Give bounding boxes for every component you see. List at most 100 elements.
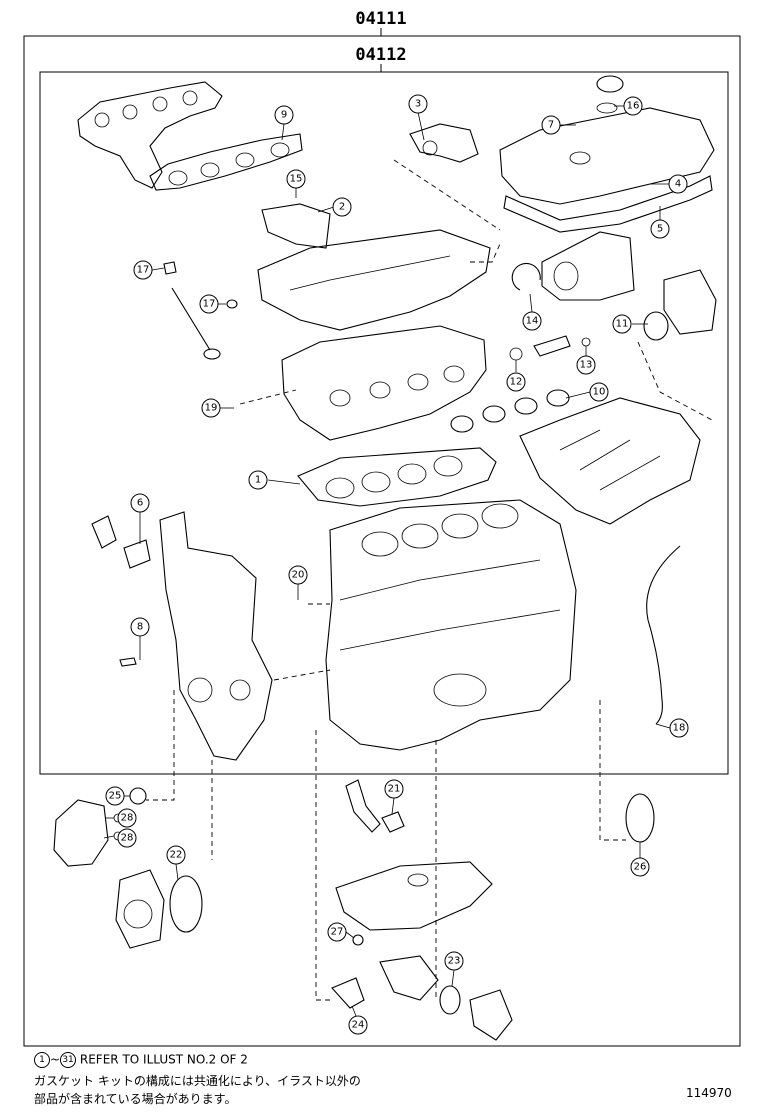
svg-text:4: 4 bbox=[675, 179, 681, 190]
svg-text:5: 5 bbox=[657, 224, 663, 235]
svg-text:17: 17 bbox=[203, 299, 216, 310]
svg-text:19: 19 bbox=[205, 403, 218, 414]
callout-18: 18 bbox=[669, 718, 689, 738]
svg-text:8: 8 bbox=[137, 622, 143, 633]
intake-body bbox=[541, 231, 635, 301]
svg-text:28: 28 bbox=[121, 813, 134, 824]
svg-text:25: 25 bbox=[109, 791, 122, 802]
outer-frame bbox=[23, 35, 741, 1047]
inner-frame bbox=[39, 71, 729, 775]
svg-text:24: 24 bbox=[352, 1020, 365, 1031]
svg-text:23: 23 bbox=[448, 956, 461, 967]
callout-13: 13 bbox=[576, 355, 596, 375]
svg-text:9: 9 bbox=[281, 110, 287, 121]
svg-text:3: 3 bbox=[415, 99, 421, 110]
callout-20: 20 bbox=[288, 565, 308, 585]
callout-28b: 28 bbox=[117, 828, 137, 848]
cylinder-head-gasket bbox=[297, 447, 497, 507]
callout-10: 10 bbox=[589, 382, 609, 402]
callout-6: 6 bbox=[130, 493, 150, 513]
callout-3: 3 bbox=[408, 94, 428, 114]
jp-note-line-2: 部品が含まれている場合があります。 bbox=[34, 1092, 237, 1106]
water-pump-gasket-22 bbox=[169, 875, 203, 933]
intake-manifold bbox=[519, 397, 701, 525]
oil-pan bbox=[335, 861, 493, 931]
range-end-badge: 31 bbox=[60, 1052, 77, 1068]
camshaft-timing-valve bbox=[409, 123, 479, 163]
callout-24: 24 bbox=[348, 1015, 368, 1035]
oil-level-gauge bbox=[646, 545, 681, 725]
cylinder-head-cover bbox=[499, 107, 715, 205]
exhaust-manifold bbox=[77, 81, 223, 189]
cylinder-head-cover-gasket bbox=[503, 175, 713, 233]
svg-text:13: 13 bbox=[580, 360, 593, 371]
svg-text:28: 28 bbox=[121, 833, 134, 844]
svg-text:16: 16 bbox=[627, 101, 640, 112]
svg-text:17: 17 bbox=[137, 265, 150, 276]
intake-manifold-gasket bbox=[450, 389, 570, 433]
oil-strainer-gasket bbox=[331, 977, 365, 1009]
callout-7: 7 bbox=[541, 115, 561, 135]
illustration-number: 114970 bbox=[686, 1086, 732, 1100]
water-pump-pulley bbox=[115, 869, 165, 949]
svg-text:21: 21 bbox=[388, 784, 401, 795]
gasket-14 bbox=[511, 262, 541, 291]
callout-22: 22 bbox=[166, 845, 186, 865]
callout-16: 16 bbox=[623, 96, 643, 116]
svg-text:12: 12 bbox=[510, 377, 523, 388]
oil-filter-bracket bbox=[469, 989, 513, 1041]
callout-23: 23 bbox=[444, 951, 464, 971]
refer-text: REFER TO ILLUST NO.2 OF 2 bbox=[79, 1052, 248, 1067]
callout-8: 8 bbox=[130, 617, 150, 637]
cylinder-block bbox=[325, 499, 577, 751]
callout-26: 26 bbox=[630, 857, 650, 877]
callout-4: 4 bbox=[668, 174, 688, 194]
svg-text:7: 7 bbox=[548, 120, 554, 131]
exhaust-manifold-gasket bbox=[149, 133, 303, 191]
outer-code-label: 04111 bbox=[355, 9, 406, 29]
inner-code-label: 04112 bbox=[355, 45, 406, 65]
callout-19: 19 bbox=[201, 398, 221, 418]
callout-11: 11 bbox=[612, 314, 632, 334]
gasket-21 bbox=[381, 811, 405, 833]
camshaft-bearing-cap bbox=[261, 203, 331, 249]
callout-2: 2 bbox=[332, 197, 352, 217]
drain-plug-27 bbox=[352, 934, 364, 946]
svg-text:26: 26 bbox=[634, 862, 647, 873]
svg-text:1: 1 bbox=[255, 475, 261, 486]
callout-17b: 17 bbox=[199, 294, 219, 314]
crankshaft-rear-oil-seal bbox=[625, 793, 655, 843]
callout-28a: 28 bbox=[117, 808, 137, 828]
refer-note: 1~31 REFER TO ILLUST NO.2 OF 2 bbox=[34, 1052, 248, 1068]
range-start-badge: 1 bbox=[34, 1052, 50, 1068]
water-outlet bbox=[91, 515, 151, 569]
oil-seal-23 bbox=[439, 985, 461, 1015]
callout-bubbles: 1 2 3 4 5 6 7 8 9 10 11 12 13 14 15 16 1… bbox=[105, 94, 689, 1035]
svg-text:6: 6 bbox=[137, 498, 143, 509]
valve-stem bbox=[163, 261, 238, 360]
callout-5: 5 bbox=[650, 219, 670, 239]
oil-pipe-21 bbox=[345, 779, 381, 833]
cylinder-head bbox=[281, 325, 487, 441]
svg-text:22: 22 bbox=[170, 850, 183, 861]
water-pump bbox=[53, 787, 147, 867]
svg-text:20: 20 bbox=[292, 570, 305, 581]
callout-27: 27 bbox=[327, 922, 347, 942]
svg-text:10: 10 bbox=[593, 387, 606, 398]
timing-chain-cover bbox=[159, 511, 273, 761]
svg-text:14: 14 bbox=[526, 316, 539, 327]
callout-12: 12 bbox=[506, 372, 526, 392]
jp-note-line-1: ガスケット キットの構成には共通化により、イラスト以外の bbox=[34, 1074, 361, 1088]
oil-filler-cap bbox=[596, 75, 624, 114]
callout-25: 25 bbox=[105, 786, 125, 806]
camshaft-housing bbox=[257, 229, 491, 331]
callout-21: 21 bbox=[384, 779, 404, 799]
callout-9: 9 bbox=[274, 105, 294, 125]
svg-text:18: 18 bbox=[673, 723, 686, 734]
throttle-bracket bbox=[663, 269, 717, 335]
oil-strainer bbox=[379, 955, 439, 1001]
svg-text:15: 15 bbox=[290, 174, 303, 185]
callout-15: 15 bbox=[286, 169, 306, 189]
callout-1: 1 bbox=[248, 470, 268, 490]
